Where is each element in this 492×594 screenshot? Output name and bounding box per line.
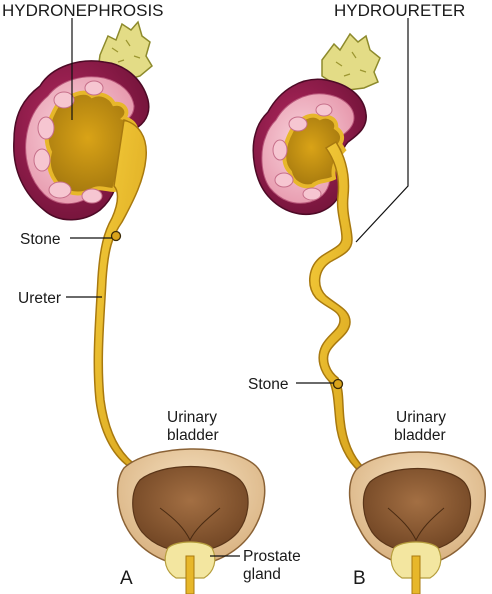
label-urinary-b: Urinary	[396, 409, 446, 426]
leader-lines	[66, 18, 409, 557]
urinary-bladder-b	[348, 451, 486, 594]
labels: HYDRONEPHROSIS Stone Ureter Urinary blad…	[2, 1, 465, 589]
label-stone-b: Stone	[248, 376, 289, 393]
label-ureter-a: Ureter	[18, 290, 61, 307]
label-bladder-b: bladder	[394, 427, 446, 444]
ureter-a	[93, 119, 147, 467]
panel-letter-a: A	[120, 568, 133, 589]
label-bladder-a: bladder	[167, 427, 219, 444]
title-hydronephrosis: HYDRONEPHROSIS	[2, 1, 164, 20]
urethra-a	[185, 555, 195, 594]
label-gland-a: gland	[243, 566, 281, 583]
label-prostate-a: Prostate	[243, 548, 301, 565]
stone-a	[110, 230, 122, 242]
panel-b-illustration	[252, 32, 486, 594]
panel-letter-b: B	[353, 568, 366, 589]
stone-b	[332, 378, 344, 390]
title-hydroureter: HYDROURETER	[334, 1, 465, 20]
urethra-b	[411, 555, 421, 594]
label-urinary-a: Urinary	[167, 409, 217, 426]
urinary-bladder-a	[116, 448, 266, 594]
panel-a-illustration	[13, 20, 266, 594]
label-stone-a: Stone	[20, 231, 61, 248]
